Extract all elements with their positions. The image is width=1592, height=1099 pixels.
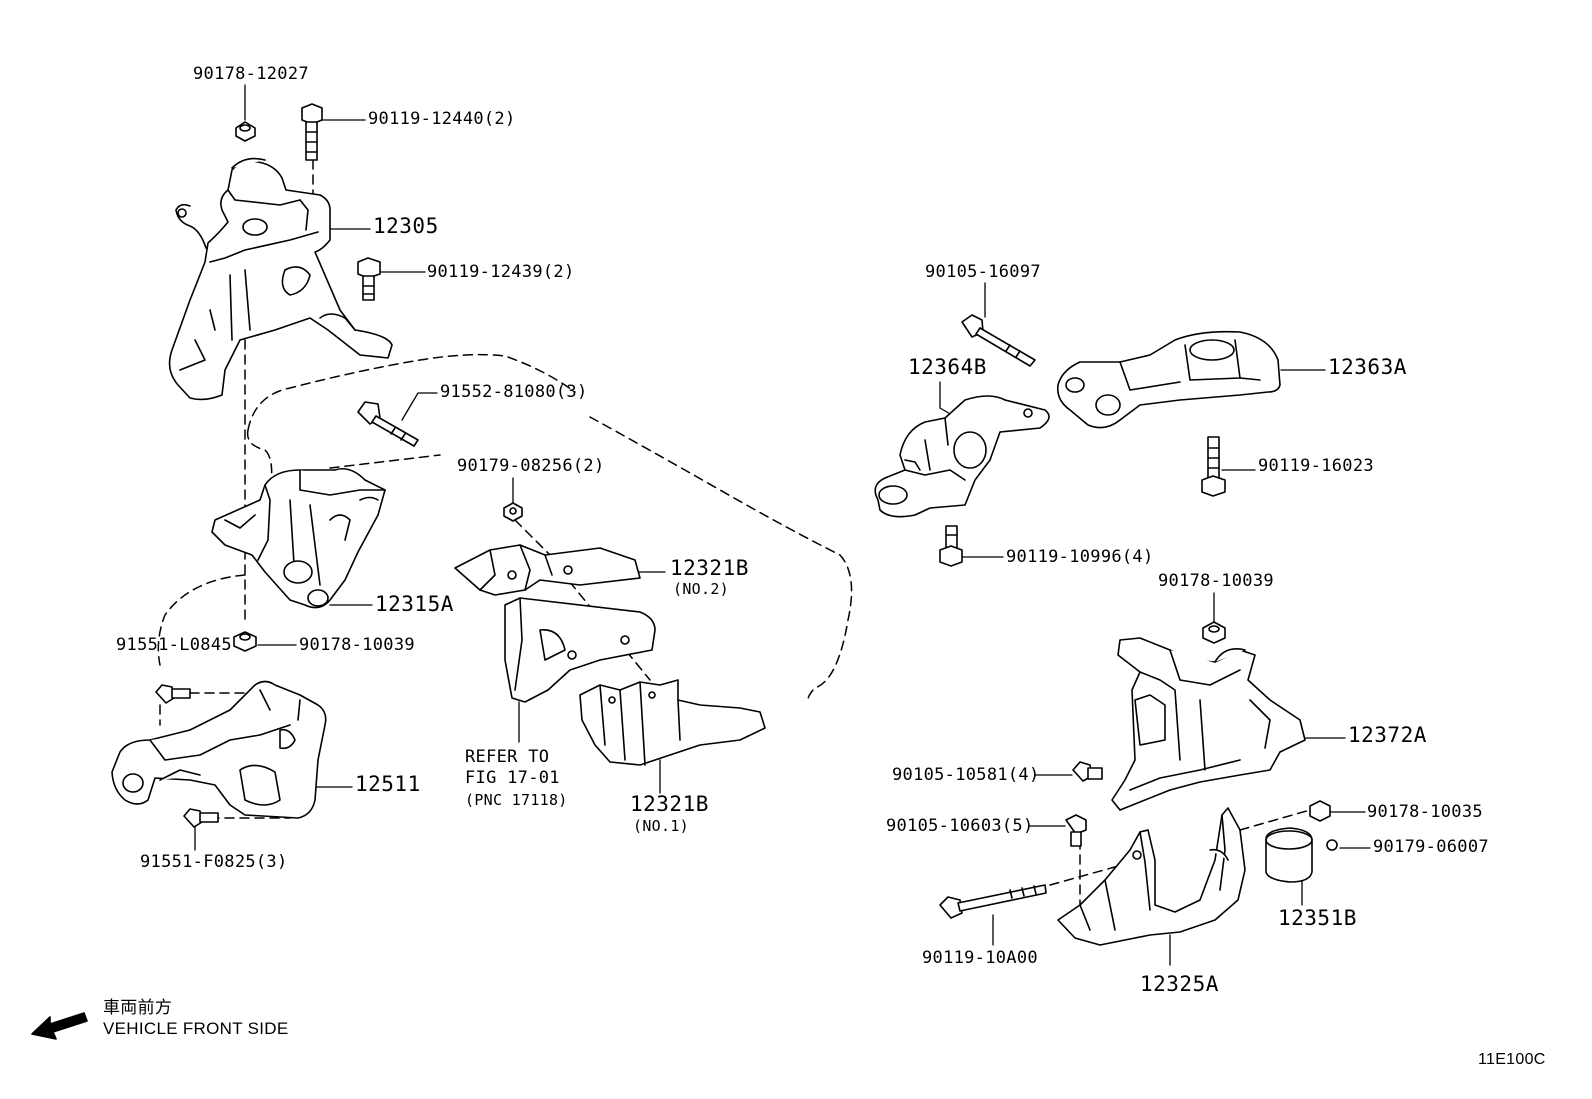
label-90105-10603[interactable]: 90105-10603(5) — [886, 816, 1034, 836]
label-12321B-no1-sub: (NO.1) — [633, 817, 689, 835]
label-90119-12439[interactable]: 90119-12439(2) — [427, 262, 575, 282]
label-12325A[interactable]: 12325A — [1140, 972, 1219, 996]
label-90178-12027[interactable]: 90178-12027 — [193, 64, 309, 84]
fasteners — [155, 103, 1338, 919]
label-90105-10581[interactable]: 90105-10581(4) — [892, 765, 1040, 785]
part-12363A-rod[interactable] — [1056, 330, 1281, 429]
label-91552-81080[interactable]: 91552-81080(3) — [440, 382, 588, 402]
label-90178-10039-right[interactable]: 90178-10039 — [1158, 571, 1274, 591]
label-12321B-no2[interactable]: 12321B — [670, 556, 749, 580]
orientation-english: VEHICLE FRONT SIDE — [103, 1019, 289, 1038]
part-12305-bracket[interactable] — [168, 157, 393, 401]
bolt-icon — [939, 545, 963, 567]
label-12364B[interactable]: 12364B — [908, 355, 987, 379]
label-12305[interactable]: 12305 — [373, 214, 439, 238]
label-90179-06007[interactable]: 90179-06007 — [1373, 837, 1489, 857]
part-12315A-mount[interactable] — [211, 467, 386, 609]
figure-code: 11E100C — [1478, 1051, 1546, 1068]
part-12325A-bracket[interactable] — [1057, 807, 1246, 946]
label-12363A[interactable]: 12363A — [1328, 355, 1407, 379]
part-12511-bracket[interactable] — [111, 680, 327, 819]
part-12321B-no2-plate[interactable] — [454, 544, 641, 596]
part-12372A-mount[interactable] — [1111, 637, 1306, 811]
bolt-icon — [1201, 475, 1226, 497]
label-12321B-no2-sub: (NO.2) — [673, 580, 729, 598]
label-12321B-no1[interactable]: 12321B — [630, 792, 709, 816]
label-90119-10996[interactable]: 90119-10996(4) — [1006, 547, 1154, 567]
label-90105-16097[interactable]: 90105-16097 — [925, 262, 1041, 282]
label-91551-F0825[interactable]: 91551-F0825(3) — [140, 852, 288, 872]
label-12511[interactable]: 12511 — [355, 772, 421, 796]
label-12372A[interactable]: 12372A — [1348, 723, 1427, 747]
bolt-icon — [1065, 814, 1087, 835]
part-12351B-cylinder[interactable] — [1265, 827, 1313, 883]
label-90178-10039-left[interactable]: 90178-10039 — [299, 635, 415, 655]
refer-line-3: (PNC 17118) — [465, 791, 568, 809]
label-90179-08256[interactable]: 90179-08256(2) — [457, 456, 605, 476]
front-arrow-icon — [31, 1012, 88, 1040]
bolt-icon — [357, 257, 381, 279]
label-90119-16023[interactable]: 90119-16023 — [1258, 456, 1374, 476]
label-90119-10A00[interactable]: 90119-10A00 — [922, 948, 1038, 968]
refer-line-1: REFER TO — [465, 747, 550, 767]
label-91551-L0845[interactable]: 91551-L0845 — [116, 635, 232, 655]
bolt-icon — [301, 103, 323, 125]
refer-line-2[interactable]: FIG 17-01 — [465, 768, 560, 788]
nut-icon — [1309, 800, 1331, 822]
label-90178-10035[interactable]: 90178-10035 — [1367, 802, 1483, 822]
part-12321B-no1-protector[interactable] — [579, 679, 766, 766]
label-90119-12440[interactable]: 90119-12440(2) — [368, 109, 516, 129]
refer-bracket-plate[interactable] — [504, 597, 656, 703]
label-12315A[interactable]: 12315A — [375, 592, 454, 616]
orientation-japanese: 車両前方 — [103, 998, 173, 1017]
part-12364B-mount[interactable] — [874, 395, 1050, 518]
leader-lines — [194, 84, 1371, 966]
label-12351B[interactable]: 12351B — [1278, 906, 1357, 930]
